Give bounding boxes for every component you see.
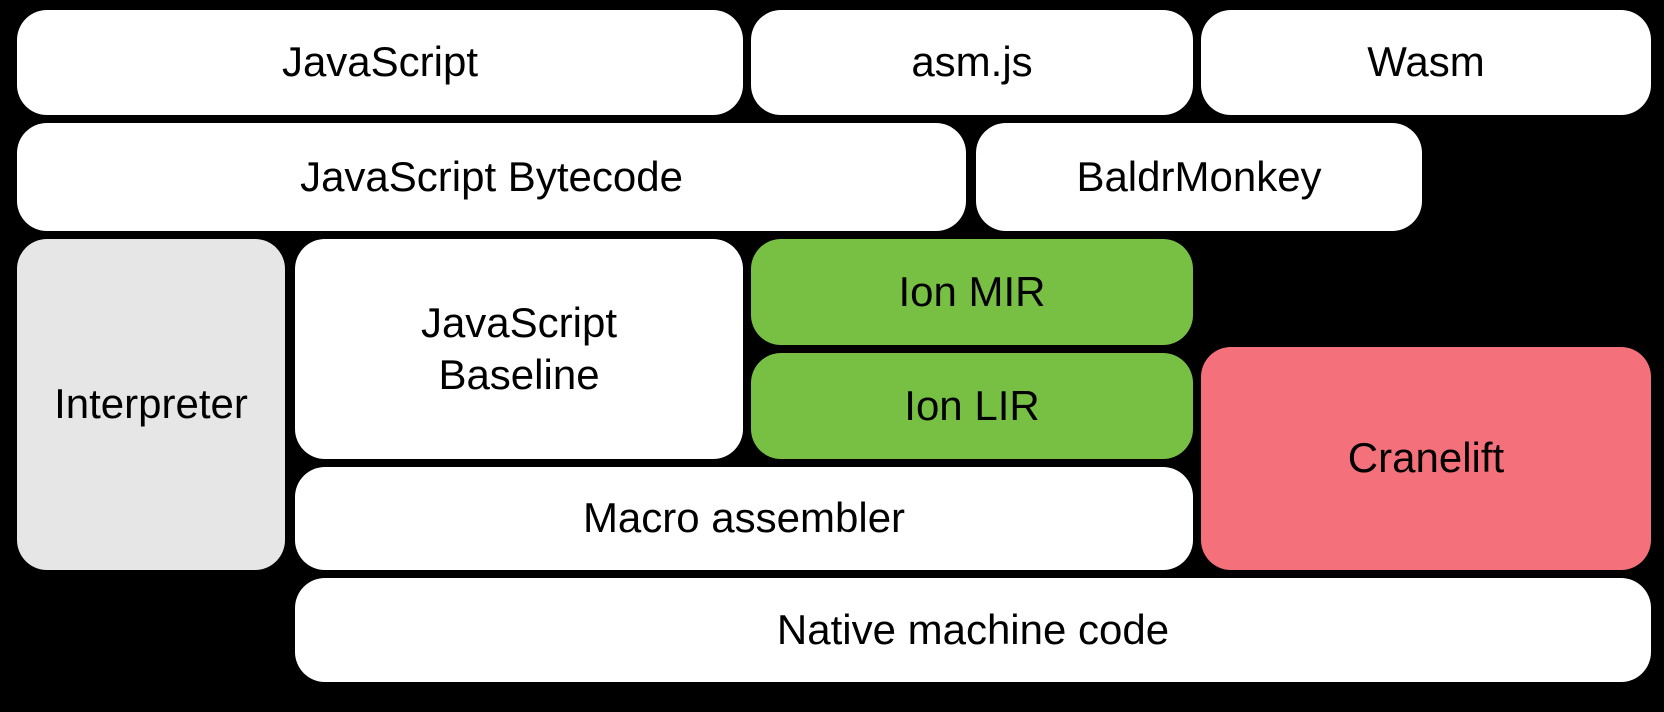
block-asmjs: asm.js [751,10,1193,115]
block-javascript-bytecode: JavaScript Bytecode [17,123,966,231]
block-ion-lir: Ion LIR [751,353,1193,459]
block-javascript-baseline: JavaScript Baseline [295,239,743,459]
block-ion-mir: Ion MIR [751,239,1193,345]
block-interpreter: Interpreter [17,239,285,570]
block-baldrmonkey: BaldrMonkey [976,123,1422,231]
block-macro-assembler: Macro assembler [295,467,1193,570]
block-wasm: Wasm [1201,10,1651,115]
block-native-machine-code: Native machine code [295,578,1651,682]
block-javascript: JavaScript [17,10,743,115]
block-cranelift: Cranelift [1201,347,1651,570]
